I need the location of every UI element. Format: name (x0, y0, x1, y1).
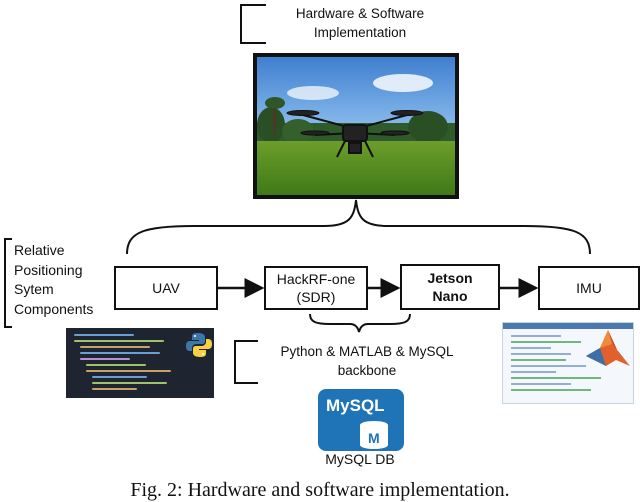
mysql-db-label: MySQL DB (325, 451, 395, 467)
hackrf-box: HackRF-one (SDR) (264, 266, 368, 310)
top-label-line2: Implementation (313, 25, 407, 40)
figure-caption: Fig. 2: Hardware and software implementa… (130, 479, 510, 501)
left-label-line-4: Components (14, 300, 94, 317)
matlab-logo (586, 330, 630, 366)
uav-box-label: UAV (152, 280, 180, 296)
drone-photo (253, 53, 459, 199)
hackrf-box-line1: HackRF-one (276, 271, 356, 287)
mysql-badge-letter: M (368, 430, 380, 446)
python-logo (184, 330, 214, 360)
imu-box-label: IMU (576, 280, 602, 296)
top-label-line1: Hardware & Software (295, 6, 425, 21)
top-bracket (240, 4, 266, 44)
top-label: Hardware & Software Implementation (270, 4, 450, 42)
uav-box: UAV (114, 266, 218, 310)
backbone-bracket (234, 340, 258, 384)
left-label: Relative Positioning Sytem Components (14, 241, 93, 319)
jetson-box: Jetson Nano (400, 264, 500, 310)
left-label-line-3: Sytem (14, 281, 54, 297)
left-label-line-1: Relative (14, 242, 65, 258)
imu-box: IMU (538, 266, 640, 310)
backbone-label-line1: Python & MATLAB & MySQL (280, 344, 454, 359)
backbone-label-line2: backbone (337, 363, 397, 378)
mysql-logo: MySQL M (318, 389, 404, 451)
curly-brace (126, 199, 591, 255)
small-brace (309, 313, 411, 333)
hackrf-box-line2: (SDR) (296, 289, 336, 305)
left-bracket (4, 238, 12, 328)
jetson-box-line2: Nano (432, 288, 468, 304)
mysql-logo-text: MySQL (326, 396, 385, 415)
backbone-label: Python & MATLAB & MySQL backbone (262, 342, 472, 380)
left-label-line-2: Positioning (14, 261, 83, 278)
matlab-editor-screenshot (502, 322, 634, 404)
jetson-box-line1: Jetson (427, 270, 473, 286)
